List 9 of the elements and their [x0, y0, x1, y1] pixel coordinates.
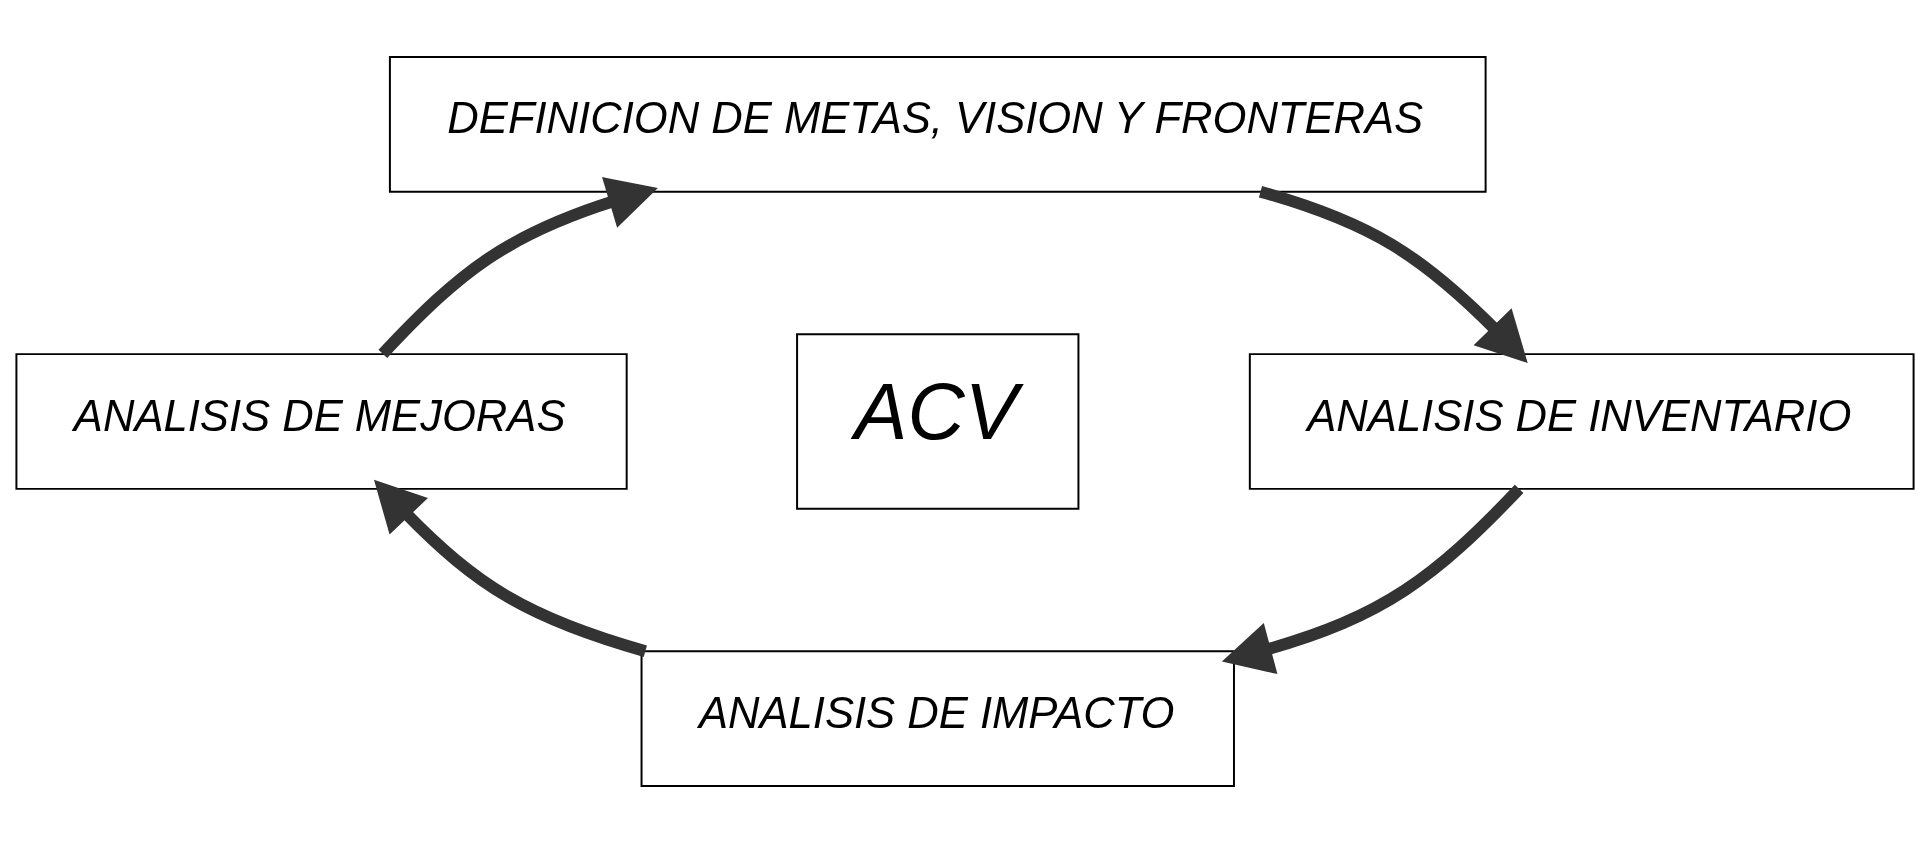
node-box: DEFINICION DE METAS, VISION Y FRONTERAS [388, 55, 1487, 193]
arrow [378, 176, 658, 358]
node-box: ANALISIS DE IMPACTO [640, 649, 1235, 787]
arrow [1258, 185, 1528, 363]
node-box: ANALISIS DE MEJORAS [15, 352, 628, 490]
arrow [373, 479, 647, 657]
arrow [1221, 484, 1524, 674]
node-box: ACV [796, 332, 1080, 510]
node-box: ANALISIS DE INVENTARIO [1248, 352, 1915, 490]
